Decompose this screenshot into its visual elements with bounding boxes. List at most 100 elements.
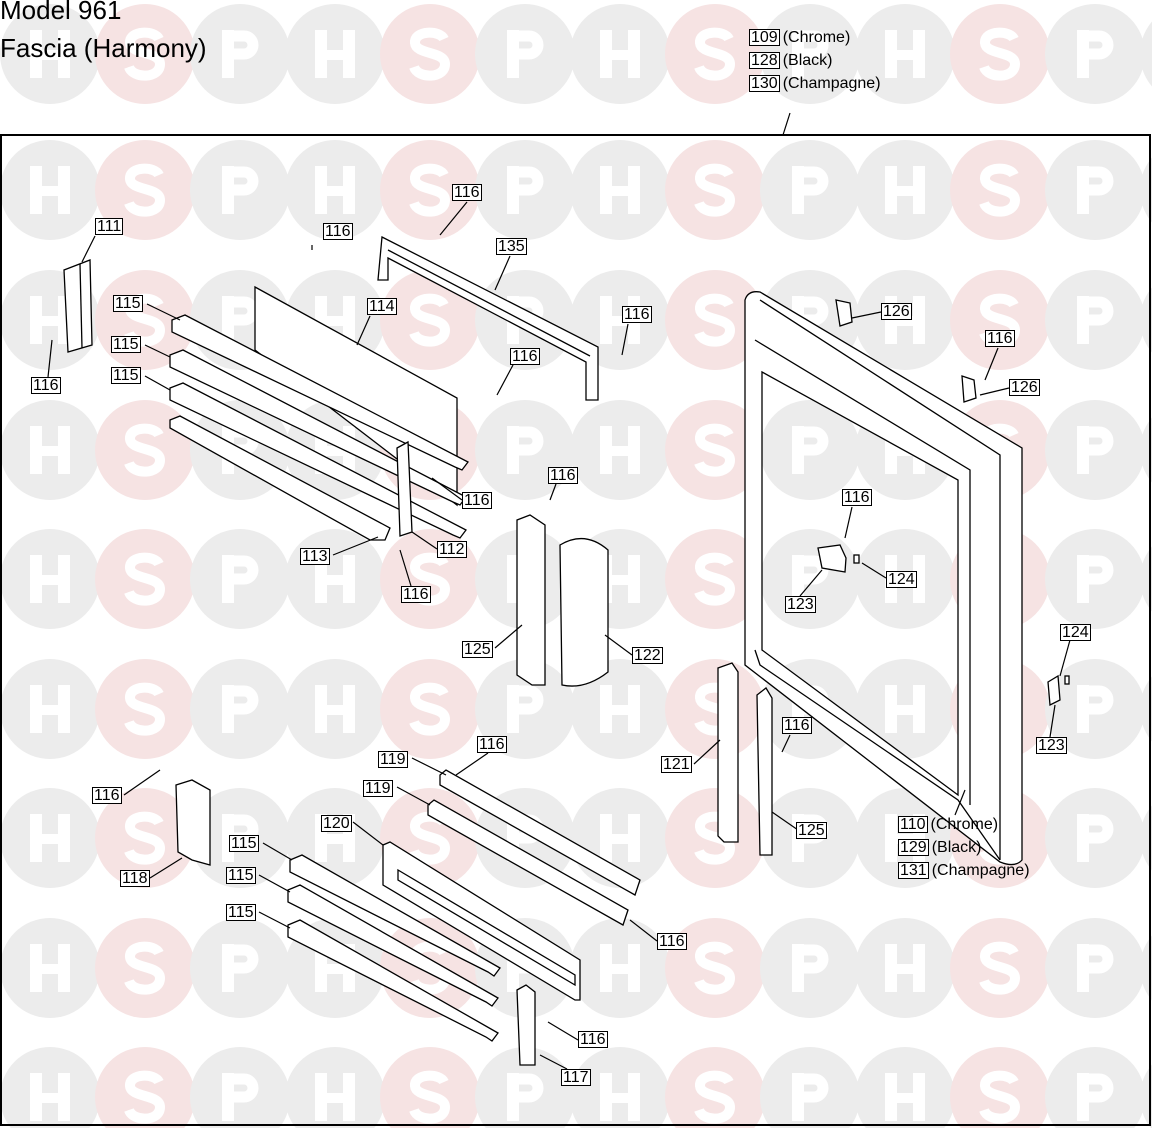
- callout-label-109[interactable]: 109(Chrome): [749, 29, 850, 46]
- callout-label-115[interactable]: 115: [111, 367, 141, 384]
- callout-label-115[interactable]: 115: [226, 904, 256, 921]
- finish-note: (Chrome): [782, 29, 851, 46]
- part-115-slat[interactable]: [171, 314, 469, 471]
- callout-label-116[interactable]: 116: [657, 933, 687, 950]
- callout-label-116[interactable]: 116: [548, 467, 578, 484]
- callout-label-117[interactable]: 117: [561, 1069, 591, 1086]
- callout-label-130[interactable]: 130(Champagne): [749, 75, 881, 92]
- watermark-glyph-h: [600, 166, 640, 214]
- callout-label-125[interactable]: 125: [796, 822, 827, 839]
- callout-label-119[interactable]: 119: [363, 780, 393, 797]
- part-115-slat[interactable]: [287, 919, 499, 1042]
- part-number: 126: [1009, 379, 1040, 396]
- callout-label-116[interactable]: 116: [323, 223, 353, 240]
- callout-label-129[interactable]: 129(Black): [898, 839, 981, 856]
- callout-label-124[interactable]: 124: [1060, 624, 1091, 641]
- callout-label-116[interactable]: 116: [578, 1031, 608, 1048]
- part-124-nut[interactable]: [853, 554, 860, 564]
- callout-label-112[interactable]: 112: [437, 541, 467, 558]
- part-120-panel[interactable]: [382, 841, 581, 1001]
- callout-label-116[interactable]: 116: [510, 348, 540, 365]
- part-number: 116: [401, 586, 431, 603]
- callout-label-116[interactable]: 116: [452, 184, 482, 201]
- leader-line: [396, 786, 431, 806]
- callout-label-128[interactable]: 128(Black): [749, 52, 832, 69]
- part-number: 115: [113, 295, 143, 312]
- callout-label-111[interactable]: 111: [95, 218, 124, 235]
- part-115-slat[interactable]: [289, 854, 501, 977]
- callout-label-131[interactable]: 131(Champagne): [898, 862, 1030, 879]
- watermark-glyph-s: [694, 682, 736, 736]
- callout-label-114[interactable]: 114: [367, 298, 397, 315]
- callout-label-124[interactable]: 124: [886, 571, 917, 588]
- watermark-glyph-h: [30, 555, 70, 603]
- part-135-top-trim[interactable]: [377, 235, 599, 401]
- callout-label-116[interactable]: 116: [92, 787, 122, 804]
- callout-label-123[interactable]: 123: [785, 596, 816, 613]
- part-125-bracket[interactable]: [756, 687, 773, 856]
- finish-note: (Black): [931, 839, 982, 856]
- callout-label-116[interactable]: 116: [782, 717, 812, 734]
- leader-line: [411, 757, 447, 776]
- callout-label-118[interactable]: 118: [120, 870, 150, 887]
- watermark-circle: [950, 1047, 1050, 1128]
- watermark-glyph-p: [1077, 814, 1114, 862]
- part-126-clip[interactable]: [835, 299, 853, 327]
- leader-line: [496, 364, 514, 396]
- callout-label-135[interactable]: 135: [496, 238, 527, 255]
- part-117-bracket[interactable]: [516, 984, 536, 1066]
- part-123-clip[interactable]: [817, 544, 847, 573]
- watermark-glyph-s: [409, 163, 451, 217]
- callout-label-115[interactable]: 115: [226, 867, 256, 884]
- callout-label-110[interactable]: 110(Chrome): [898, 816, 998, 833]
- callout-label-126[interactable]: 126: [1009, 379, 1040, 396]
- leader-line: [629, 919, 658, 942]
- watermark-glyph-p: [1077, 296, 1114, 344]
- watermark-glyph-p: [222, 166, 259, 214]
- part-number: 116: [452, 184, 482, 201]
- callout-label-116[interactable]: 116: [985, 330, 1015, 347]
- part-113-channel[interactable]: [169, 415, 391, 541]
- watermark-glyph-p: [1077, 166, 1114, 214]
- part-118-bracket[interactable]: [175, 779, 211, 866]
- part-number: 116: [782, 717, 812, 734]
- part-115-slat[interactable]: [169, 349, 467, 506]
- callout-label-115[interactable]: 115: [113, 295, 143, 312]
- callout-label-121[interactable]: 121: [661, 756, 692, 773]
- callout-label-119[interactable]: 119: [378, 751, 408, 768]
- callout-label-115[interactable]: 115: [229, 835, 259, 852]
- callout-label-125[interactable]: 125: [462, 641, 493, 658]
- part-number: 129: [898, 839, 929, 856]
- part-111-bracket[interactable]: [63, 259, 93, 353]
- part-124-nut[interactable]: [1064, 675, 1070, 685]
- leader-line: [979, 387, 1010, 396]
- part-number: 116: [578, 1031, 608, 1048]
- part-122-cover[interactable]: [559, 538, 609, 687]
- callout-label-116[interactable]: 116: [31, 377, 61, 394]
- callout-label-120[interactable]: 120: [321, 815, 352, 832]
- watermark-glyph-p: [1077, 555, 1114, 603]
- callout-label-116[interactable]: 116: [401, 586, 431, 603]
- callout-label-116[interactable]: 116: [462, 492, 492, 509]
- leader-line: [439, 201, 468, 236]
- callout-label-116[interactable]: 116: [622, 306, 652, 323]
- part-109-main-fascia-frame[interactable]: [744, 291, 1023, 866]
- part-119-bar[interactable]: [439, 769, 641, 896]
- callout-label-123[interactable]: 123: [1036, 737, 1067, 754]
- callout-label-122[interactable]: 122: [632, 647, 663, 664]
- part-123-clip[interactable]: [1047, 674, 1061, 707]
- watermark-glyph-p: [507, 166, 544, 214]
- part-115-slat[interactable]: [169, 382, 467, 539]
- part-119-bar[interactable]: [427, 799, 629, 926]
- part-121-strip[interactable]: [717, 662, 739, 843]
- callout-label-115[interactable]: 115: [111, 336, 141, 353]
- part-number: 130: [749, 75, 780, 92]
- callout-label-116[interactable]: 116: [842, 489, 872, 506]
- callout-label-113[interactable]: 113: [300, 548, 330, 565]
- part-115-slat[interactable]: [287, 884, 499, 1007]
- watermark-glyph-s: [694, 293, 736, 347]
- callout-label-126[interactable]: 126: [881, 303, 912, 320]
- part-126-clip[interactable]: [961, 375, 977, 403]
- callout-label-116[interactable]: 116: [477, 736, 507, 753]
- part-125-bracket[interactable]: [516, 514, 546, 686]
